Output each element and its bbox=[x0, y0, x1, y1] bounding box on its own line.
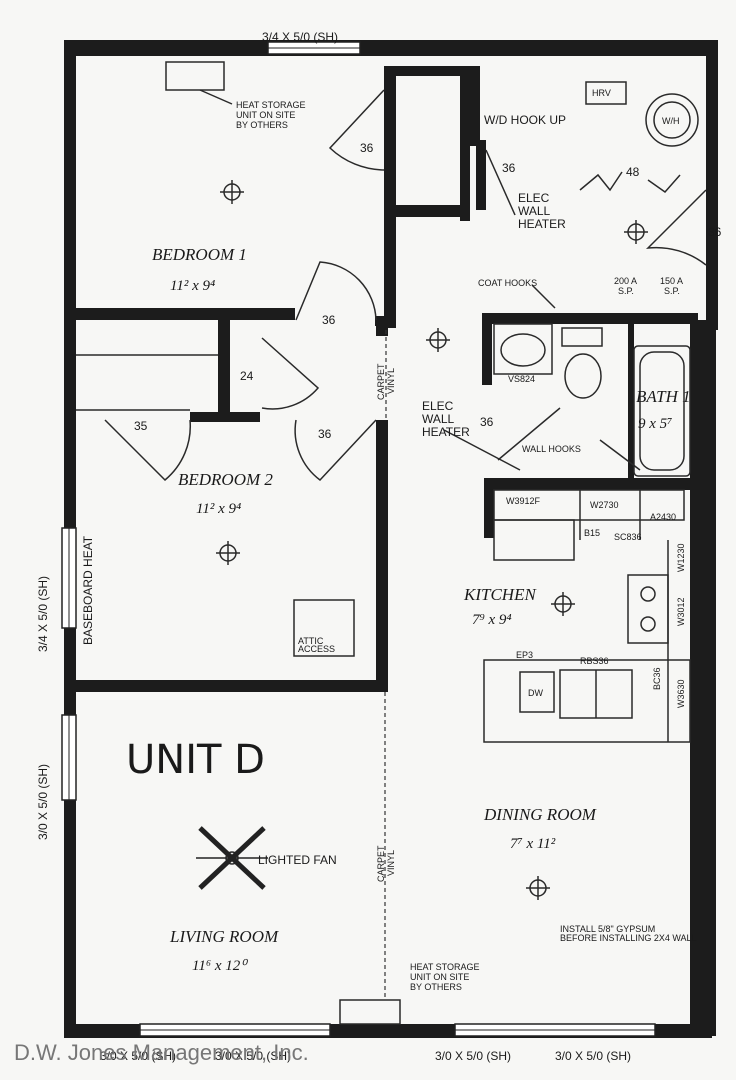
window-label-bottom-c: 3/0 X 5/0 (SH) bbox=[435, 1049, 511, 1063]
note-carpet-vinyl-1a: CARPET bbox=[376, 363, 386, 400]
note-attic-access-1: ATTIC bbox=[298, 636, 324, 646]
cabinet-w3630: W3630 bbox=[676, 679, 686, 708]
note-wd-hookup: W/D HOOK UP bbox=[484, 113, 566, 127]
room-dims-bedroom-1: 11² x 9⁴ bbox=[170, 278, 215, 294]
window-label-top: 3/4 X 5/0 (SH) bbox=[262, 30, 338, 44]
door-size-bed2-closet: 35 bbox=[134, 419, 148, 433]
window-label-bottom-b: 3/0 X 5/0 (SH) bbox=[215, 1049, 291, 1063]
light-fixture-icon bbox=[220, 180, 244, 204]
note-attic-access-2: ACCESS bbox=[298, 644, 335, 654]
room-dims-living-room: 11⁶ x 12⁰ bbox=[192, 958, 248, 974]
windows bbox=[61, 41, 656, 1037]
room-name-kitchen: KITCHEN bbox=[463, 585, 537, 604]
interior-walls bbox=[70, 66, 698, 692]
cabinet-w2730: W2730 bbox=[590, 500, 619, 510]
door-size-bed1-closet: 36 bbox=[360, 141, 374, 155]
door-size-laundry-mid: 48 bbox=[626, 165, 640, 179]
note-carpet-vinyl-2a: CARPET bbox=[376, 845, 386, 882]
note-elec-heater-1c: HEATER bbox=[518, 217, 566, 231]
cabinet-ep3: EP3 bbox=[516, 650, 533, 660]
note-elec-heater-1a: ELEC bbox=[518, 191, 550, 205]
notes: HEAT STORAGE UNIT ON SITE BY OTHERS W/D … bbox=[81, 88, 697, 992]
door-size-entry: 36 bbox=[708, 225, 722, 239]
window-labels: 3/4 X 5/0 (SH) 3/4 X 5/0 (SH) 3/0 X 5/0 … bbox=[36, 30, 631, 1063]
light-fixture-icon bbox=[216, 541, 240, 565]
light-fixture-icon bbox=[426, 328, 450, 352]
note-carpet-vinyl-1b: VINYL bbox=[386, 368, 396, 394]
door-size-linen: 24 bbox=[240, 369, 254, 383]
note-elec-heater-2a: ELEC bbox=[422, 399, 454, 413]
note-install-gypsum-2: BEFORE INSTALLING 2X4 WALL bbox=[560, 933, 697, 943]
door-size-laundry-left: 36 bbox=[502, 161, 516, 175]
window-label-bottom-d: 3/0 X 5/0 (SH) bbox=[555, 1049, 631, 1063]
room-name-bedroom-2: BEDROOM 2 bbox=[178, 470, 273, 489]
note-elec-heater-2b: WALL bbox=[422, 412, 455, 426]
note-wall-hooks: WALL HOOKS bbox=[522, 444, 581, 454]
window-label-left-upper: 3/4 X 5/0 (SH) bbox=[36, 576, 50, 652]
cabinet-labels: W3912F W2730 A2430 B15 SC836 W1230 W3012… bbox=[506, 496, 686, 708]
note-panel-150a: 150 A bbox=[660, 276, 683, 286]
note-heat-storage-bottom-2: UNIT ON SITE bbox=[410, 972, 469, 982]
note-heat-storage-top-3: BY OTHERS bbox=[236, 120, 288, 130]
door-size-bed1: 36 bbox=[322, 313, 336, 327]
light-fixture-icon bbox=[624, 220, 648, 244]
door-size-bath: 36 bbox=[480, 415, 494, 429]
note-panel-200a: 200 A bbox=[614, 276, 637, 286]
cabinet-a2430: A2430 bbox=[650, 512, 676, 522]
cabinet-w3912f: W3912F bbox=[506, 496, 541, 506]
window-label-bottom-a: 3/0 X 5/0 (SH) bbox=[100, 1049, 176, 1063]
note-heat-storage-bottom-3: BY OTHERS bbox=[410, 982, 462, 992]
note-baseboard-heat: BASEBOARD HEAT bbox=[81, 535, 95, 645]
room-dims-bath-1: 9 x 5⁷ bbox=[638, 416, 672, 432]
note-vanity: VS824 bbox=[508, 374, 535, 384]
note-heat-storage-top-1: HEAT STORAGE bbox=[236, 100, 306, 110]
room-name-living-room: LIVING ROOM bbox=[169, 927, 279, 946]
note-heat-storage-bottom-1: HEAT STORAGE bbox=[410, 962, 480, 972]
cabinet-dw: DW bbox=[528, 688, 543, 698]
cabinet-b15: B15 bbox=[584, 528, 600, 538]
unit-label: UNIT D bbox=[126, 737, 265, 783]
room-dims-dining-room: 7⁷ x 11² bbox=[510, 836, 556, 852]
cabinet-w3012: W3012 bbox=[676, 597, 686, 626]
note-elec-heater-1b: WALL bbox=[518, 204, 551, 218]
doors bbox=[104, 89, 707, 482]
note-hrv: HRV bbox=[592, 88, 611, 98]
note-lighted-fan: LIGHTED FAN bbox=[258, 853, 337, 867]
note-elec-heater-2c: HEATER bbox=[422, 425, 470, 439]
light-fixture-icon bbox=[526, 876, 550, 900]
note-heat-storage-top-2: UNIT ON SITE bbox=[236, 110, 295, 120]
room-labels: BEDROOM 1 11² x 9⁴ BEDROOM 2 11² x 9⁴ BA… bbox=[126, 245, 691, 974]
cabinet-rbs36: RBS36 bbox=[580, 656, 609, 666]
ceiling-fan-icon bbox=[196, 826, 268, 890]
note-carpet-vinyl-2b: VINYL bbox=[386, 850, 396, 876]
room-name-dining-room: DINING ROOM bbox=[483, 805, 597, 824]
room-dims-kitchen: 7⁹ x 9⁴ bbox=[472, 612, 512, 628]
cabinet-sc836: SC836 bbox=[614, 532, 642, 542]
window-label-left-lower: 3/0 X 5/0 (SH) bbox=[36, 764, 50, 840]
room-dims-bedroom-2: 11² x 9⁴ bbox=[196, 501, 241, 517]
room-name-bath-1: BATH 1 bbox=[636, 387, 691, 406]
watermark-text: D.W. Jones Management, Inc. bbox=[14, 1040, 309, 1065]
light-fixture-icon bbox=[551, 592, 575, 616]
note-coat-hooks: COAT HOOKS bbox=[478, 278, 537, 288]
note-wh: W/H bbox=[662, 116, 680, 126]
cabinet-bc36: BC36 bbox=[652, 667, 662, 690]
note-install-gypsum-1: INSTALL 5/8" GYPSUM bbox=[560, 924, 655, 934]
door-size-bed2: 36 bbox=[318, 427, 332, 441]
door-size-labels: 36 36 48 36 36 24 36 35 36 bbox=[134, 141, 722, 441]
note-panel-200b: S.P. bbox=[618, 286, 634, 296]
note-panel-150b: S.P. bbox=[664, 286, 680, 296]
room-name-bedroom-1: BEDROOM 1 bbox=[152, 245, 247, 264]
fixtures bbox=[76, 61, 699, 1025]
cabinet-w1230: W1230 bbox=[676, 543, 686, 572]
